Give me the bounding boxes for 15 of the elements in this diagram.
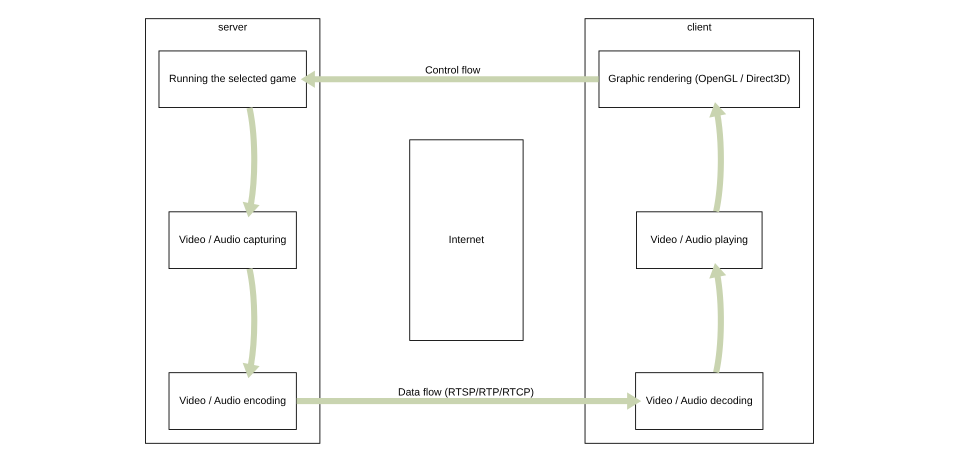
node-box: Graphic rendering (OpenGL / Direct3D) bbox=[598, 50, 800, 108]
node-box: Video / Audio encoding bbox=[168, 372, 296, 430]
arrow bbox=[296, 392, 641, 410]
node-box: Video / Audio playing bbox=[636, 211, 762, 269]
node-box: Video / Audio capturing bbox=[168, 211, 296, 269]
node-box: Internet bbox=[408, 139, 524, 341]
edge-label: Control flow bbox=[424, 66, 480, 77]
arrow bbox=[300, 70, 598, 88]
node-box: Video / Audio decoding bbox=[634, 372, 763, 430]
arrow bbox=[242, 107, 260, 218]
arrow bbox=[708, 102, 726, 212]
arrow bbox=[708, 263, 726, 374]
arrow bbox=[242, 268, 260, 378]
node-box: Running the selected game bbox=[158, 50, 306, 108]
edge-label: Data flow (RTSP/RTP/RTCP) bbox=[398, 387, 534, 398]
